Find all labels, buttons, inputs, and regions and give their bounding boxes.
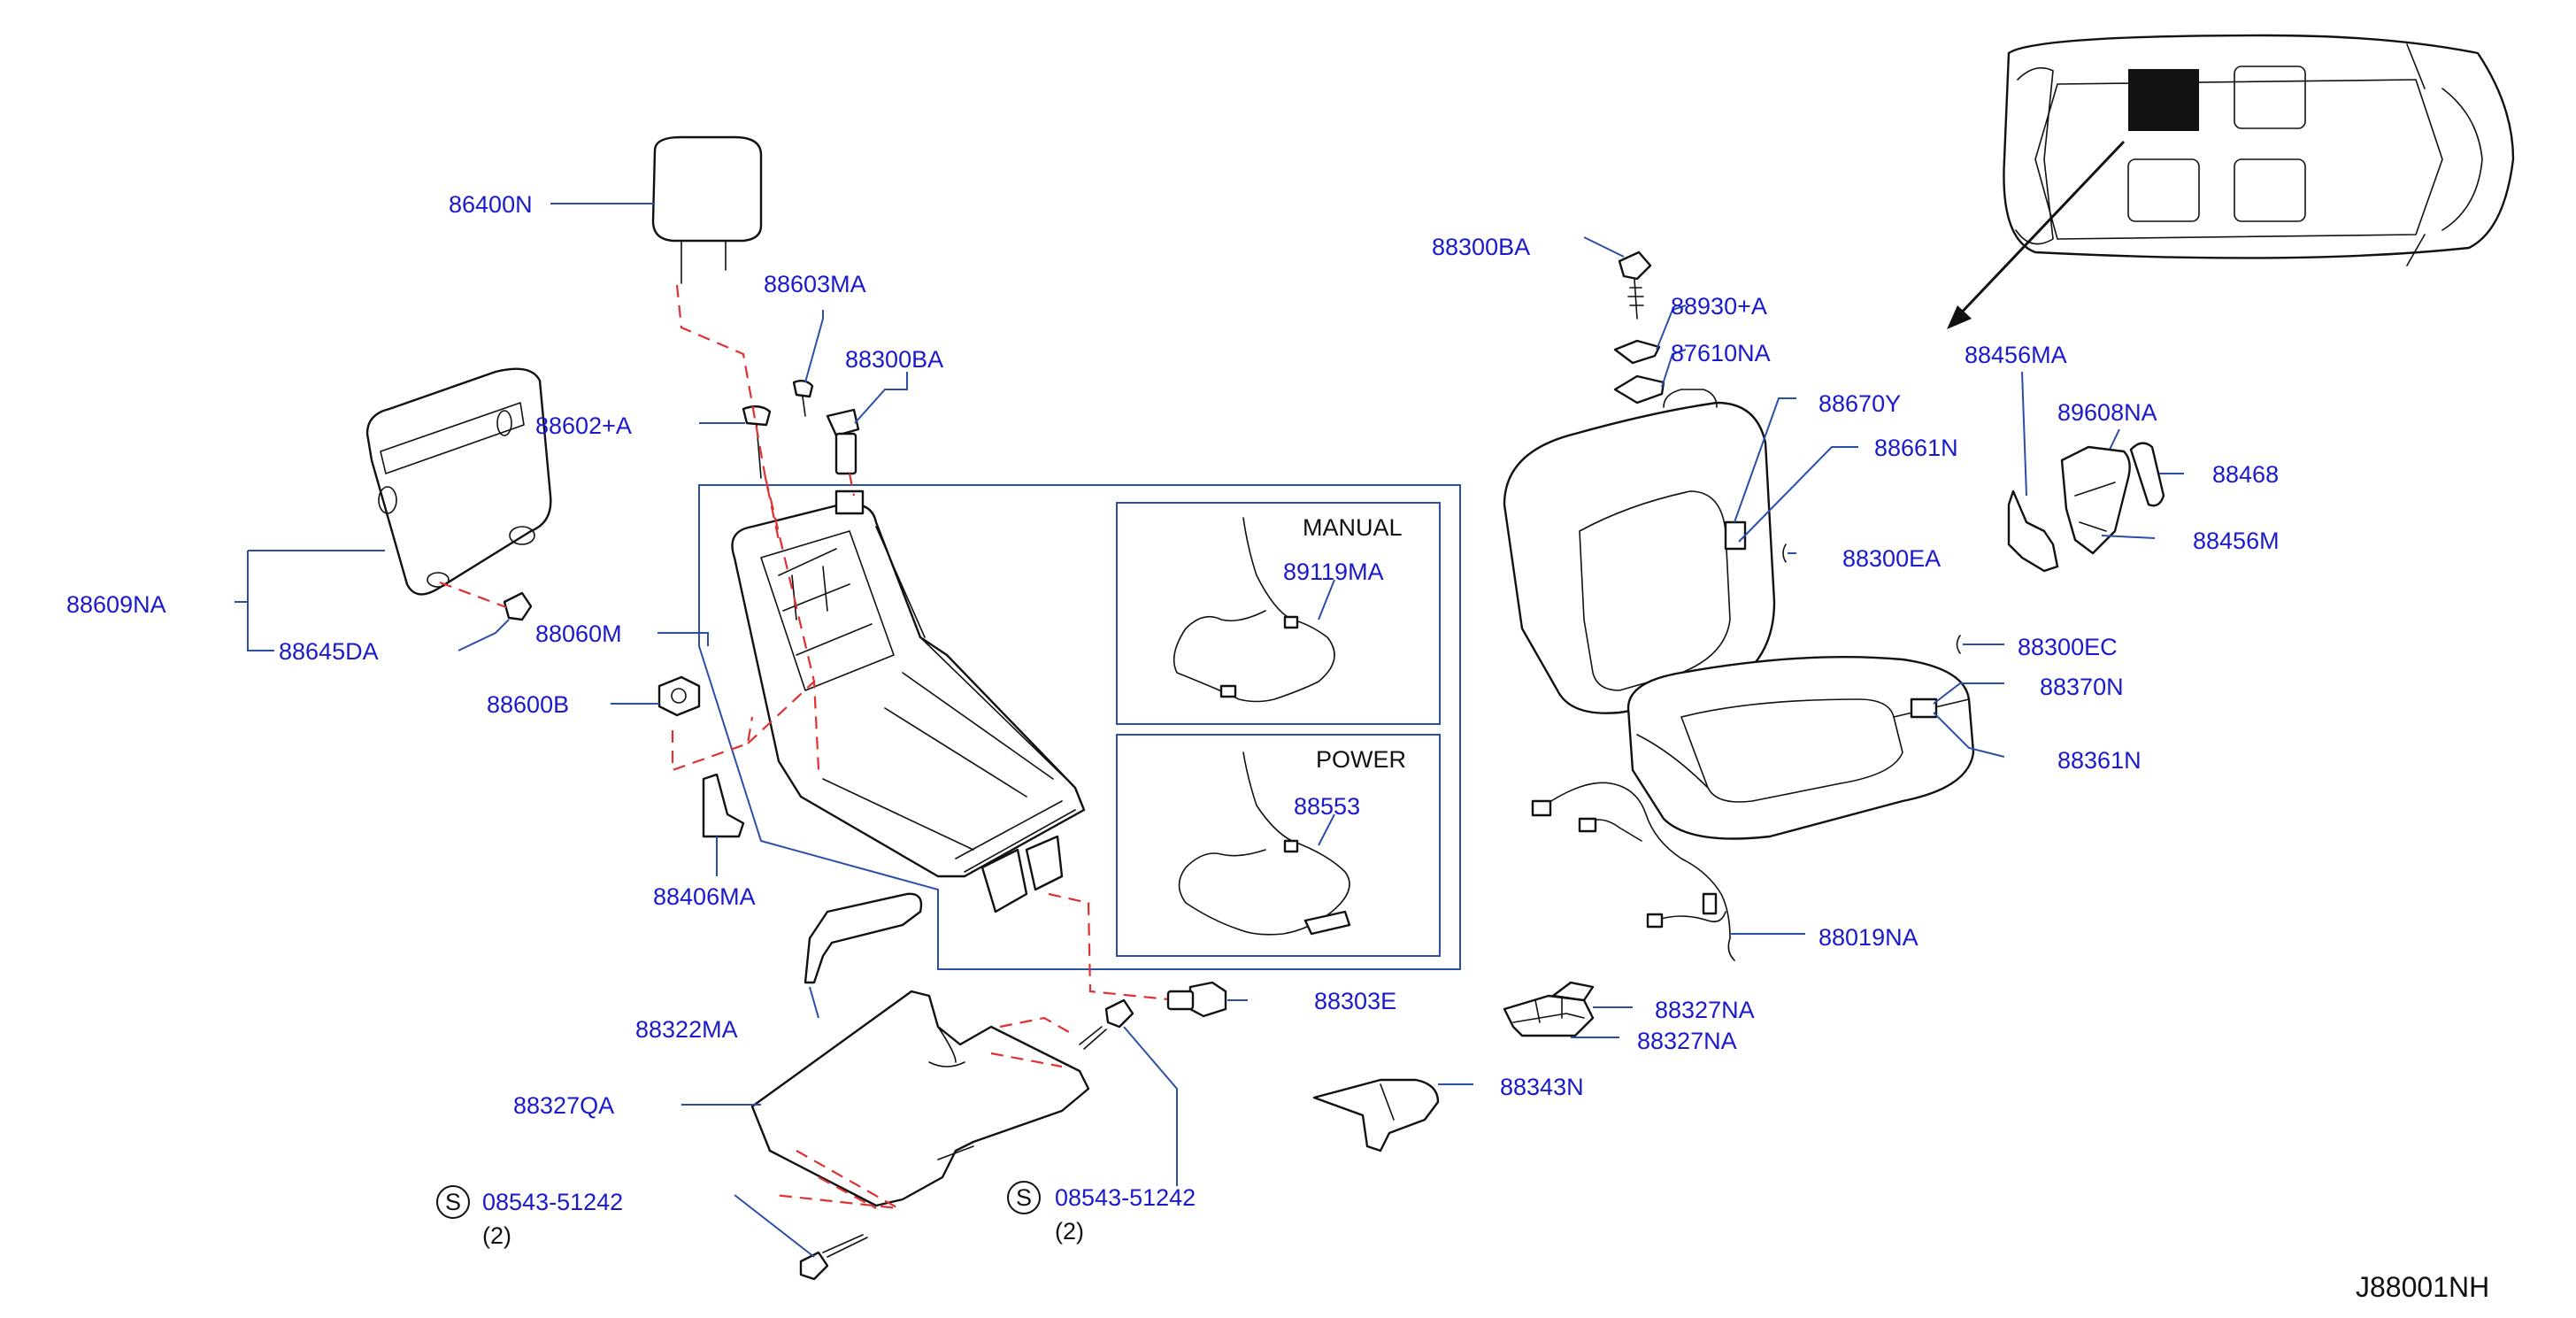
- label-88343N: 88343N: [1500, 1074, 1584, 1100]
- seat-frame-88060M: [731, 489, 1086, 913]
- arrow-head-icon: [1947, 305, 1972, 329]
- cover-88343N: [1312, 1078, 1440, 1152]
- nut-88600B: [657, 675, 701, 717]
- label-88553: 88553: [1294, 793, 1360, 820]
- seat-position-marker: [2128, 69, 2199, 131]
- label-88303E: 88303E: [1314, 988, 1396, 1014]
- label-89119MA: 89119MA: [1283, 559, 1384, 585]
- bolt-88300BA-left: [826, 408, 860, 475]
- s-symbol-right-circle: [1007, 1181, 1041, 1214]
- label-88322MA: 88322MA: [635, 1016, 738, 1043]
- label-88300EC: 88300EC: [2018, 634, 2118, 660]
- s-symbol-left: S: [445, 1189, 461, 1215]
- seat-back-cushion: [1503, 389, 1776, 714]
- diagram-code: J88001NH: [2356, 1271, 2489, 1303]
- pin-88602A: [742, 405, 772, 479]
- qty-right: (2): [1055, 1218, 1084, 1245]
- label-88406MA: 88406MA: [653, 883, 756, 910]
- label-88645DA: 88645DA: [279, 638, 379, 665]
- s-symbol-left-circle: [436, 1185, 470, 1219]
- subtitle-manual: MANUAL: [1303, 514, 1403, 541]
- bracket-88406MA: [702, 773, 745, 838]
- label-89608NA: 89608NA: [2057, 399, 2157, 426]
- clip-88930A: [1613, 339, 1661, 365]
- label-88603MA: 88603MA: [764, 271, 866, 297]
- harness-88019NA: [1531, 782, 1735, 961]
- label-88361N: 88361N: [2057, 747, 2142, 774]
- screw-bottom: [799, 1234, 868, 1281]
- screw-right: [1079, 998, 1134, 1050]
- s-symbol-right: S: [1016, 1184, 1032, 1211]
- label-88370N: 88370N: [2040, 674, 2124, 700]
- harness-power-88553: [1178, 751, 1351, 936]
- frame-callout-box: [698, 484, 1461, 970]
- label-88300EA: 88300EA: [1842, 545, 1941, 572]
- label-88602A: 88602+A: [535, 412, 632, 439]
- label-08543-51242-right: 08543-51242: [1055, 1184, 1196, 1211]
- latch-87610NA: [1613, 374, 1665, 405]
- label-88661N: 88661N: [1874, 435, 1958, 461]
- label-88300BA-left: 88300BA: [845, 346, 943, 373]
- cover-88327QA: [750, 990, 1090, 1207]
- harness-manual-89119MA: [1173, 517, 1335, 703]
- clips-88327NA: [1503, 981, 1595, 1037]
- qty-left: (2): [482, 1222, 511, 1249]
- label-88609NA: 88609NA: [66, 591, 166, 618]
- label-88600B: 88600B: [487, 691, 569, 718]
- label-88019NA: 88019NA: [1819, 924, 1919, 951]
- label-88060M: 88060M: [535, 620, 622, 647]
- label-88300BA-right: 88300BA: [1432, 234, 1530, 260]
- manual-box: [1116, 502, 1441, 725]
- label-86400N: 86400N: [449, 191, 533, 218]
- vehicle-overview: [1947, 34, 2515, 329]
- label-88327QA: 88327QA: [513, 1092, 614, 1119]
- handle-88468: [2129, 442, 2165, 507]
- label-88327NA-bottom: 88327NA: [1637, 1028, 1737, 1054]
- label-88930A: 88930+A: [1671, 293, 1767, 320]
- panel-88456MA: [2007, 489, 2059, 573]
- labels-layer: 86400N 88603MA 88300BA 88602+A 88609NA 8…: [66, 191, 2489, 1303]
- clip-88060M: [503, 591, 533, 621]
- bolt-88303E: [1166, 981, 1227, 1018]
- label-08543-51242-left: 08543-51242: [482, 1189, 623, 1215]
- pin-88603MA: [792, 380, 814, 417]
- label-88670Y: 88670Y: [1819, 390, 1901, 417]
- power-box: [1116, 734, 1441, 957]
- screw-88300BA-right: [1618, 250, 1652, 320]
- label-88456MA: 88456MA: [1965, 342, 2067, 368]
- label-88468: 88468: [2212, 461, 2279, 488]
- seat-back-board: [365, 367, 552, 596]
- label-88456M: 88456M: [2193, 528, 2280, 554]
- label-88327NA-top: 88327NA: [1655, 997, 1755, 1023]
- label-87610NA: 87610NA: [1671, 340, 1771, 366]
- seat-cushion: [1626, 655, 1975, 840]
- cover-88322MA: [804, 892, 923, 984]
- headrest-86400N: [651, 135, 763, 284]
- subtitle-power: POWER: [1316, 746, 1406, 773]
- cover-88456M: [2060, 445, 2131, 555]
